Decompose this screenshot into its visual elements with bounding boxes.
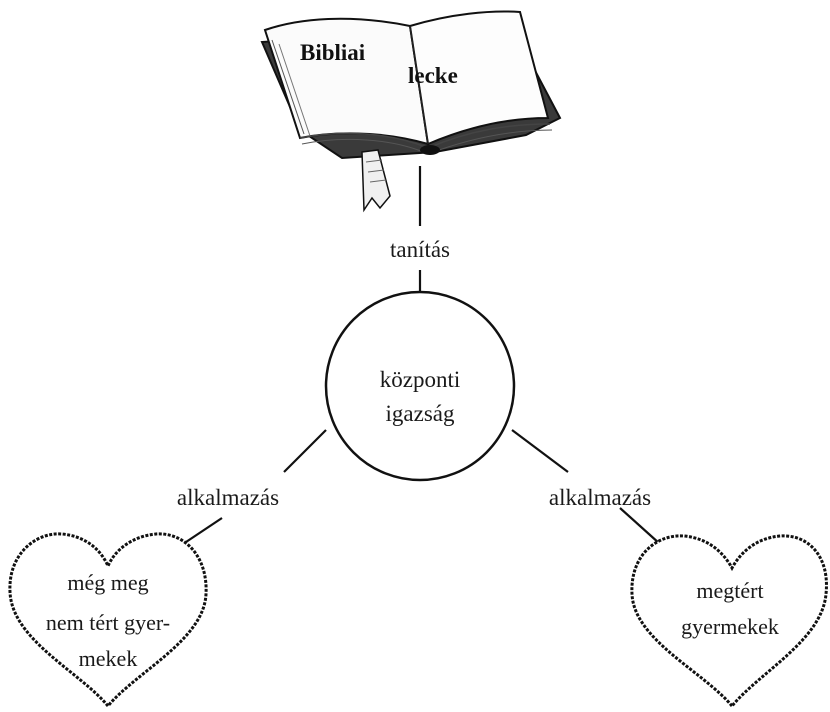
edge-label-left: alkalmazás [177,485,279,510]
line-left-upper [283,429,327,473]
heart-right-line-2: gyermekek [681,614,779,639]
central-truth-node: központi igazság [324,290,516,482]
heart-left-line-1: még meg [67,570,148,595]
book-label-right: lecke [408,63,458,88]
edge-label-top: tanítás [390,237,450,262]
book-label-left: Bibliai [300,40,366,65]
line-right-upper [511,429,569,473]
heart-right-line-1: megtért [696,578,763,603]
line-left-lower [179,517,223,547]
heart-node-unconverted: még meg nem tért gyer- mekek [8,532,208,709]
center-circle [324,290,516,482]
heart-icon [630,534,828,709]
heart-left-line-3: mekek [79,646,138,671]
line-right-lower [619,507,661,545]
heart-node-converted: megtért gyermekek [630,534,828,709]
center-line-1: központi [380,367,461,392]
heart-left-line-2: nem tért gyer- [46,610,170,635]
heart-icon [8,532,208,709]
connector-lines [179,166,661,547]
edge-label-right: alkalmazás [549,485,651,510]
center-line-2: igazság [386,401,455,426]
open-book-icon: Bibliai lecke [260,10,562,213]
